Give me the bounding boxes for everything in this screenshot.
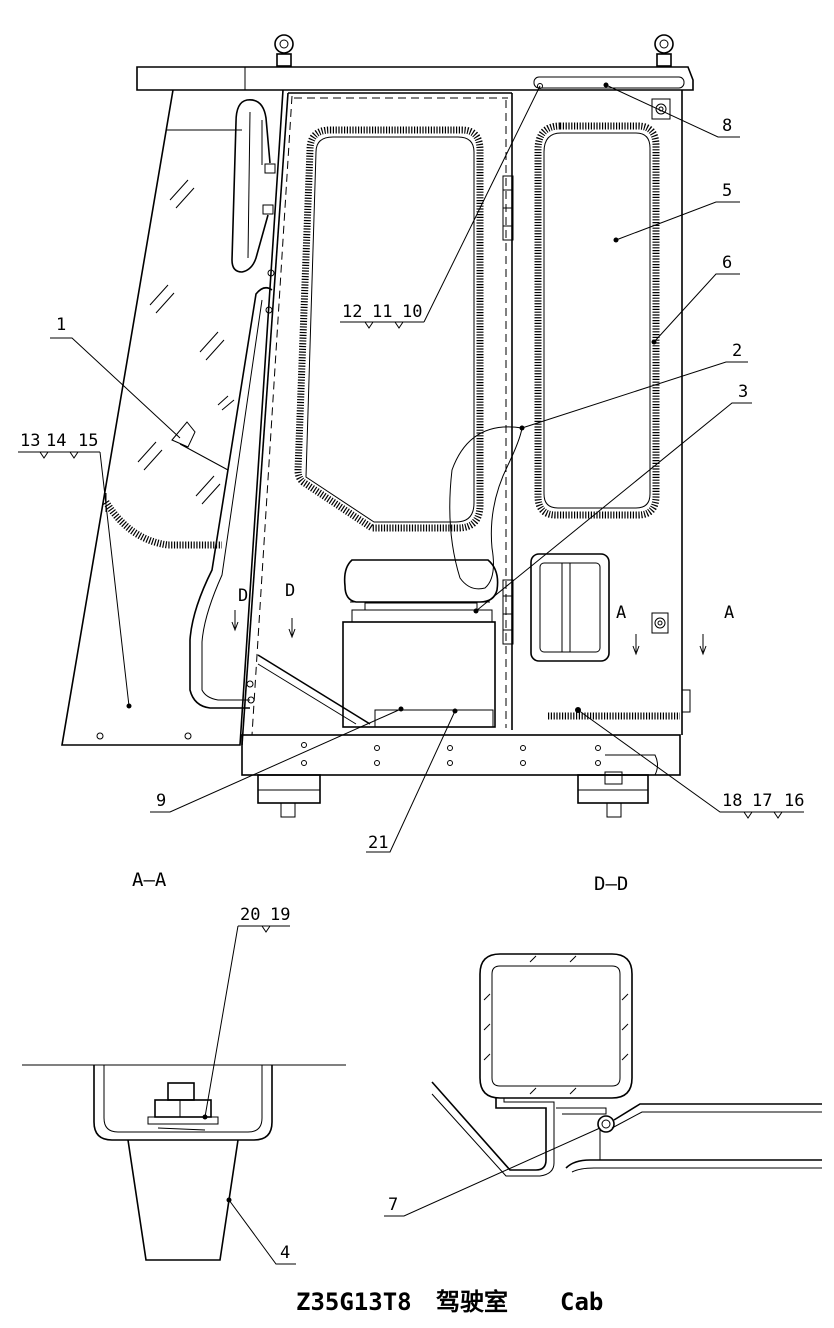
roof-panel [136,66,694,91]
section-markers: D D A A [231,581,734,656]
callout-10: 10 [402,302,422,322]
callout-2: 2 [732,341,742,361]
side-window-seal [534,122,660,519]
lifting-eye-right [654,34,674,67]
callout-8: 8 [722,116,732,136]
marker-d-left: D [238,586,248,606]
callout-1: 1 [56,315,66,335]
section-a-a-title: A—A [132,869,167,891]
section-d-d-title: D—D [594,873,628,895]
marker-a-left: A [616,603,626,623]
caption-cn: 驾驶室 [436,1288,508,1316]
callout-16: 16 [784,791,804,811]
callout-6: 6 [722,253,732,273]
rubber-mount-left [257,774,321,818]
drawing-caption: Z35G13T8 驾驶室 Cab [296,1288,603,1316]
seat-backrest [449,426,523,590]
callout-15: 15 [78,431,98,451]
section-d-d-view: D—D 7 [384,873,822,1217]
seat-base-box [342,621,496,728]
cab-side-elevation [61,34,694,818]
mount-pedestal [127,1139,239,1261]
upper-grab-handle [231,99,271,273]
marker-d-right: D [285,581,295,601]
mount-bracket [93,1065,273,1141]
z-bracket [431,1081,547,1171]
callout-11: 11 [372,302,392,322]
section-a-a-view: A—A 20 19 4 [22,869,346,1265]
door-window-seal [294,126,484,532]
front-windshield [61,89,284,746]
base-frame-bolts [301,742,601,766]
door-seal-bulb [597,1115,615,1133]
tube-profile-outer [479,953,633,1099]
marker-a-right: A [724,603,734,623]
door-frame [241,92,289,746]
callout-4: 4 [280,1243,290,1263]
glass-hatch-marks [137,179,225,505]
callout-3: 3 [738,382,748,402]
callout-18: 18 [722,791,742,811]
callout-5: 5 [722,181,732,201]
callout-9: 9 [156,791,166,811]
lifting-eye-left [274,34,294,67]
access-hatch [530,553,610,662]
callout-7: 7 [388,1195,398,1215]
caption-code: Z35G13T8 [296,1288,412,1316]
callout-13: 13 [20,431,40,451]
mount-nut [154,1099,212,1118]
callout-14: 14 [46,431,66,451]
base-frame [241,734,681,776]
callout-labels: 1 13 14 15 12 11 10 8 5 6 2 3 9 2 [18,84,804,853]
lower-hinge [502,579,514,645]
tube-wall-hatch [483,955,629,1095]
mount-bolt-head [167,1082,195,1101]
roof-slot [533,76,685,89]
rubber-mount-right [577,771,649,818]
callout-19: 19 [270,905,290,925]
lower-grab-handle [189,286,273,709]
windshield-seal [103,500,222,549]
callout-21: 21 [368,833,388,853]
door-skin-lower [565,1159,822,1169]
rear-lamp [651,98,671,120]
callout-12: 12 [342,302,362,322]
callout-17: 17 [752,791,772,811]
seat-cushion [343,559,499,603]
callout-20: 20 [240,905,260,925]
caption-en: Cab [560,1288,603,1316]
door-skin-upper [613,1103,822,1121]
wiper [171,421,229,471]
